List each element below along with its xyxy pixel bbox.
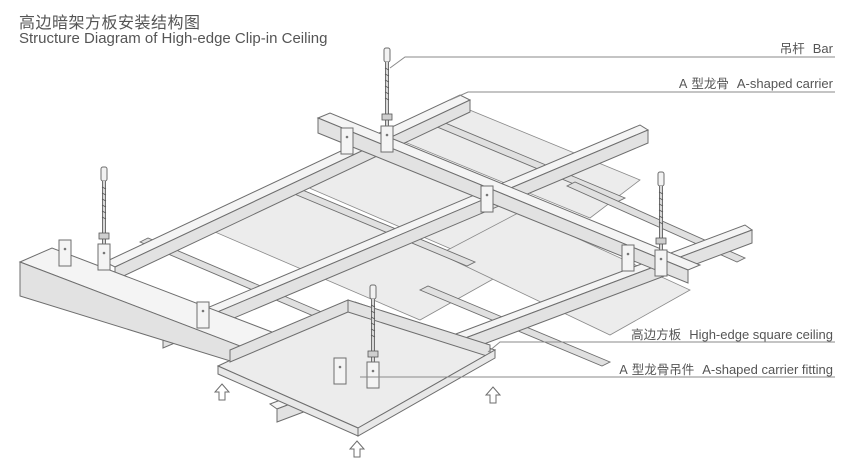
- label-carrier-cn: A 型龙骨: [678, 76, 729, 91]
- up-arrow-icon: [214, 383, 230, 401]
- fitting-icon: [380, 125, 394, 153]
- rod-icon: [97, 165, 111, 247]
- leader-lines: [360, 56, 835, 378]
- clip-icon: [480, 185, 494, 213]
- label-bar-en: Bar: [812, 41, 833, 56]
- label-carrier-en: A-shaped carrier: [736, 76, 833, 91]
- rod-icon: [654, 170, 668, 252]
- clip-icon: [196, 301, 210, 329]
- title-chinese: 高边暗架方板安装结构图: [19, 13, 201, 32]
- clip-icon: [333, 357, 347, 385]
- cross-tees: [138, 119, 747, 367]
- label-fitting-cn: A 型龙骨吊件: [619, 362, 695, 377]
- fitting-icon: [97, 243, 111, 271]
- title-english: Structure Diagram of High-edge Clip-in C…: [19, 30, 328, 47]
- clip-icon: [340, 127, 354, 155]
- label-panel-cn: 高边方板: [631, 327, 682, 342]
- label-fitting-en: A-shaped carrier fitting: [702, 362, 833, 377]
- label-bar: 吊杆 Bar: [780, 38, 833, 57]
- high-edge-square-panel: [216, 299, 497, 437]
- label-panel-en: High-edge square ceiling: [689, 327, 833, 342]
- up-arrow-icon: [349, 440, 365, 458]
- label-bar-cn: 吊杆: [779, 41, 805, 56]
- label-carrier: A 型龙骨 A-shaped carrier: [679, 73, 833, 92]
- fitting-icon: [654, 249, 668, 277]
- clip-icon: [621, 244, 635, 272]
- label-fitting: A 型龙骨吊件 A-shaped carrier fitting: [619, 359, 833, 378]
- label-panel: 高边方板 High-edge square ceiling: [631, 324, 833, 343]
- main-carriers: [103, 94, 754, 423]
- rod-icon: [380, 46, 394, 128]
- clip-icon: [58, 239, 72, 267]
- fitting-icon: [366, 361, 380, 389]
